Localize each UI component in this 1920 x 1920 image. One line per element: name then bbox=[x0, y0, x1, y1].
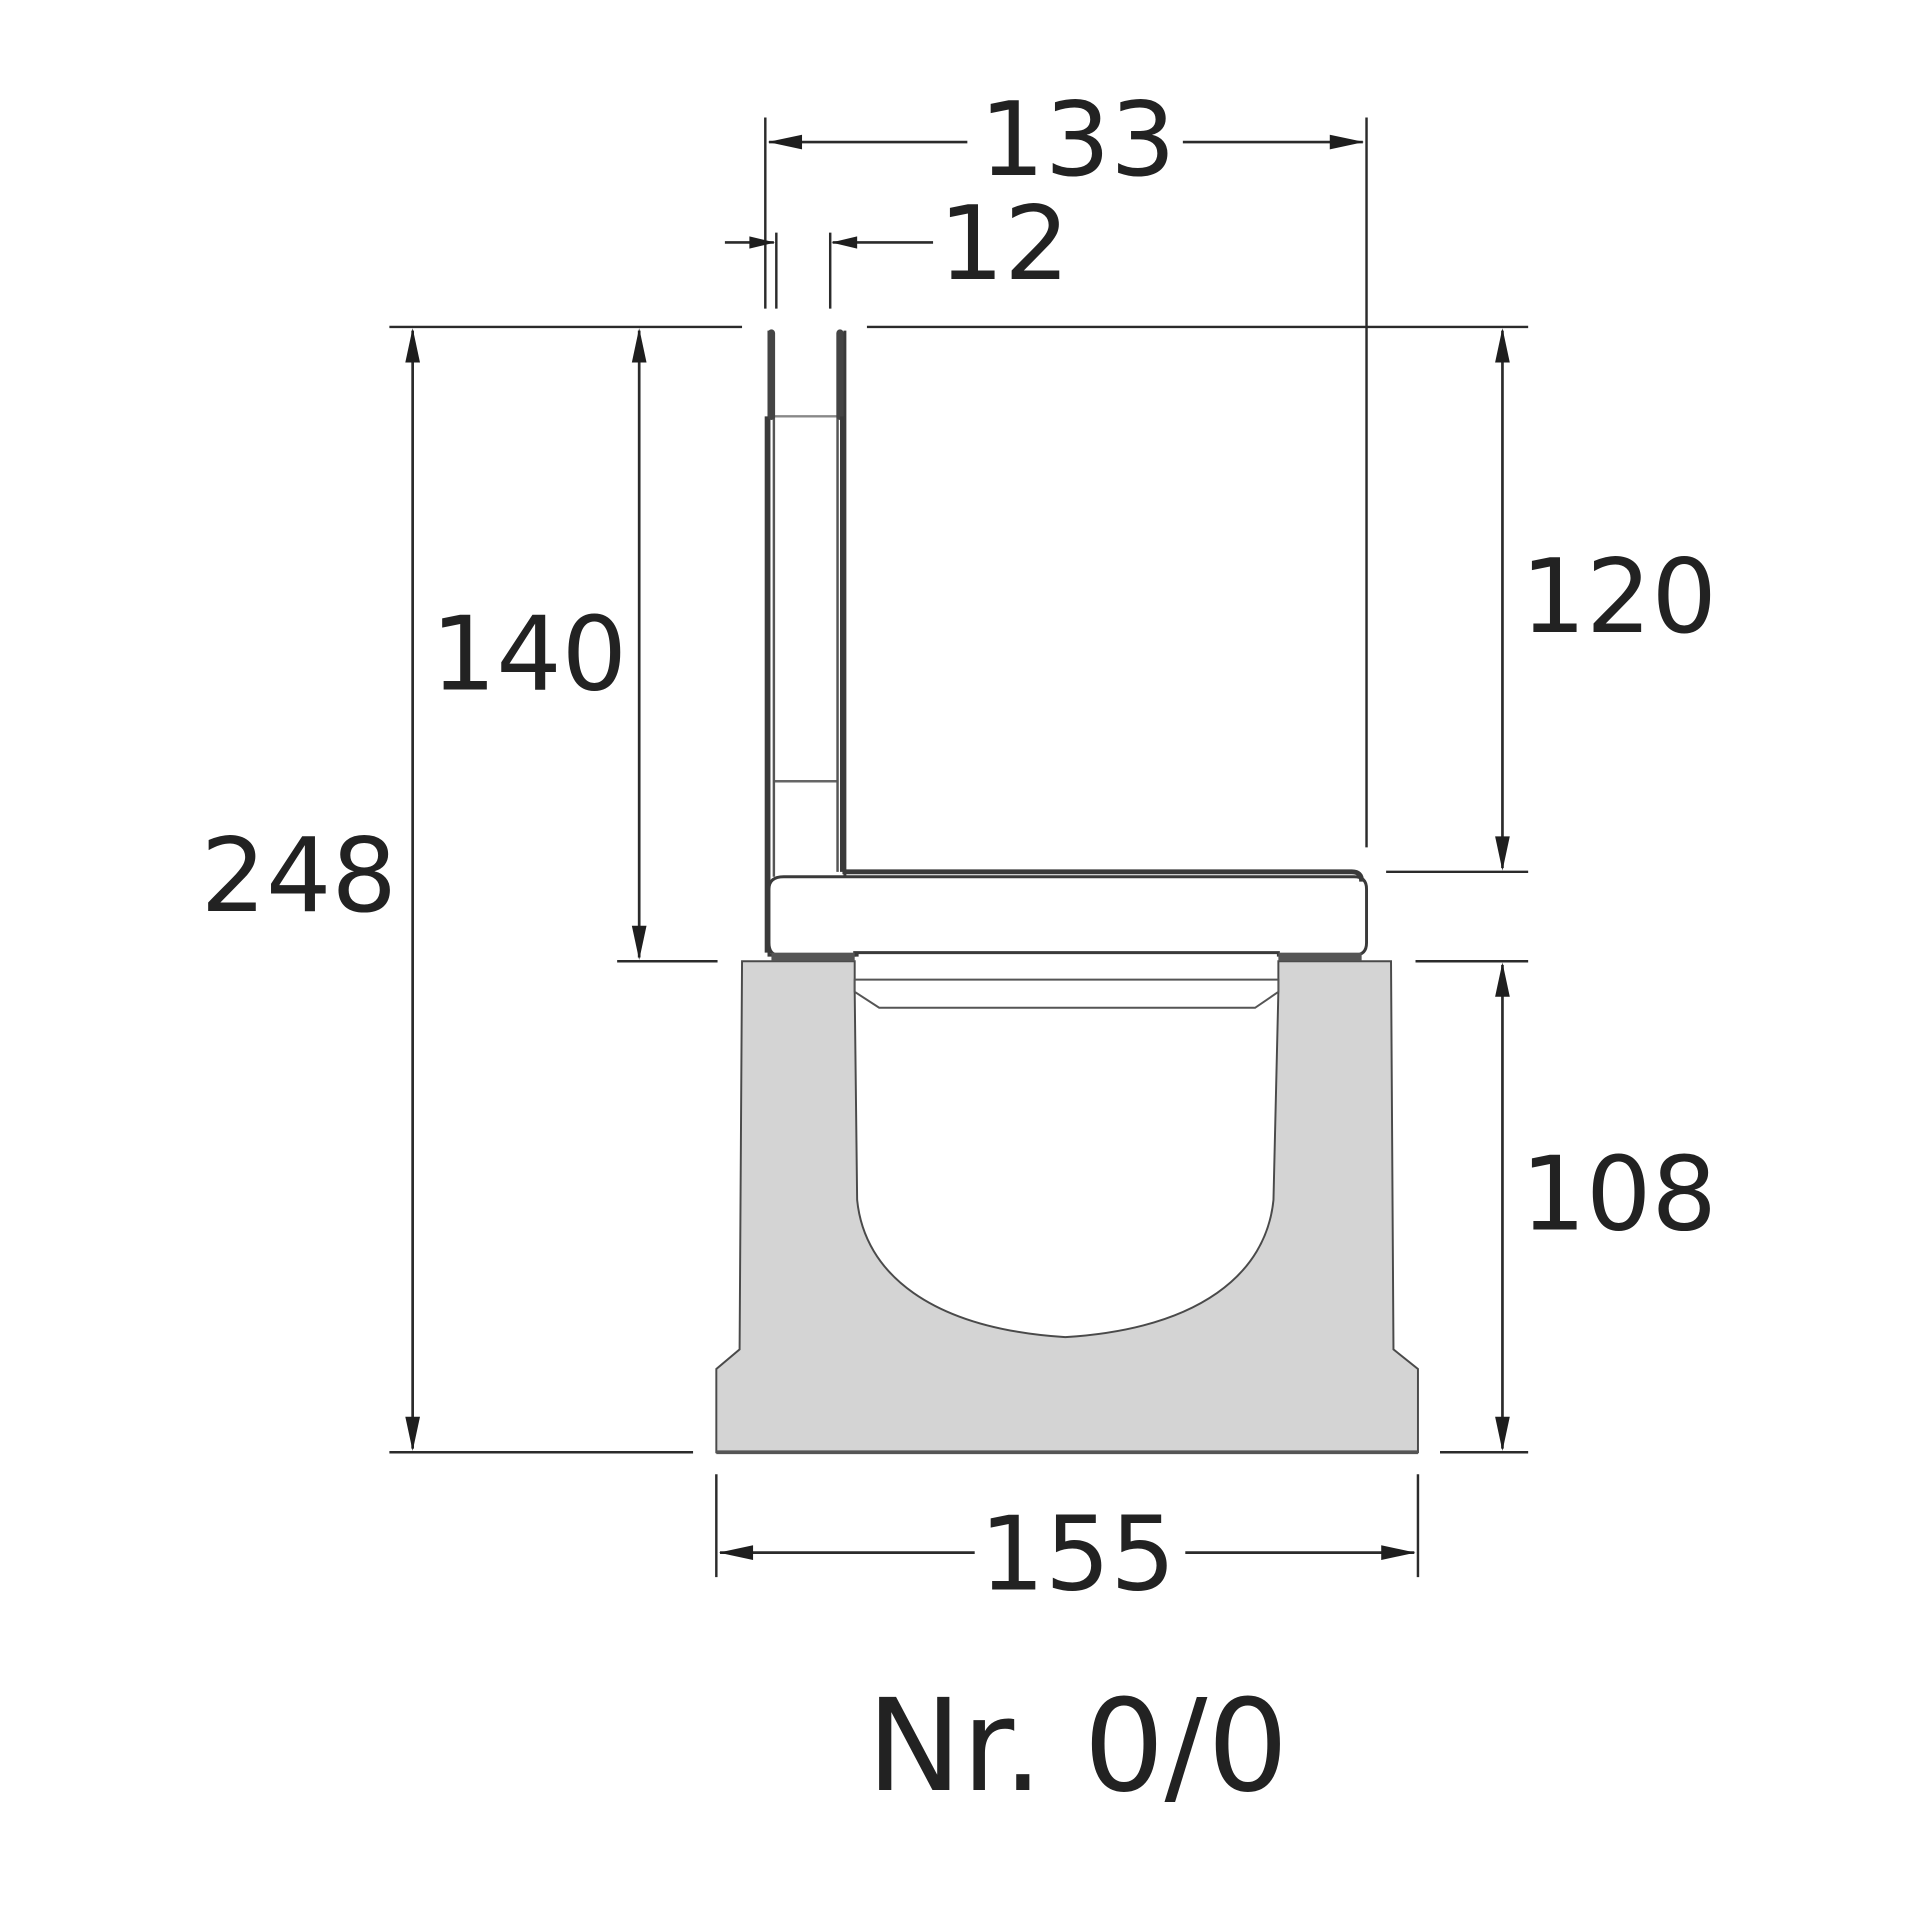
dimension-total-height: 248 bbox=[201, 328, 420, 1452]
dimension-label-155: 155 bbox=[979, 1495, 1175, 1614]
grate-frame bbox=[764, 329, 1368, 962]
dimension-label-12: 12 bbox=[939, 185, 1070, 304]
dimension-channel-height: 108 bbox=[1495, 962, 1717, 1452]
drawing-title: Nr. 0/0 bbox=[867, 1673, 1289, 1821]
dimension-label-248: 248 bbox=[201, 817, 397, 936]
concrete-channel-body bbox=[715, 960, 1419, 1455]
dimension-slot-width: 12 bbox=[724, 185, 1070, 304]
dimension-label-120: 120 bbox=[1521, 538, 1717, 657]
dimension-upper-height: 120 bbox=[1495, 328, 1717, 871]
dimension-top-width: 133 bbox=[767, 81, 1365, 200]
dimension-label-140: 140 bbox=[431, 595, 627, 714]
dimension-bottom-width: 155 bbox=[718, 1495, 1416, 1614]
dimension-label-108: 108 bbox=[1521, 1135, 1717, 1254]
dimension-label-133: 133 bbox=[979, 81, 1175, 200]
extension-lines bbox=[389, 117, 1529, 1578]
dimension-grate-height: 140 bbox=[431, 328, 647, 960]
